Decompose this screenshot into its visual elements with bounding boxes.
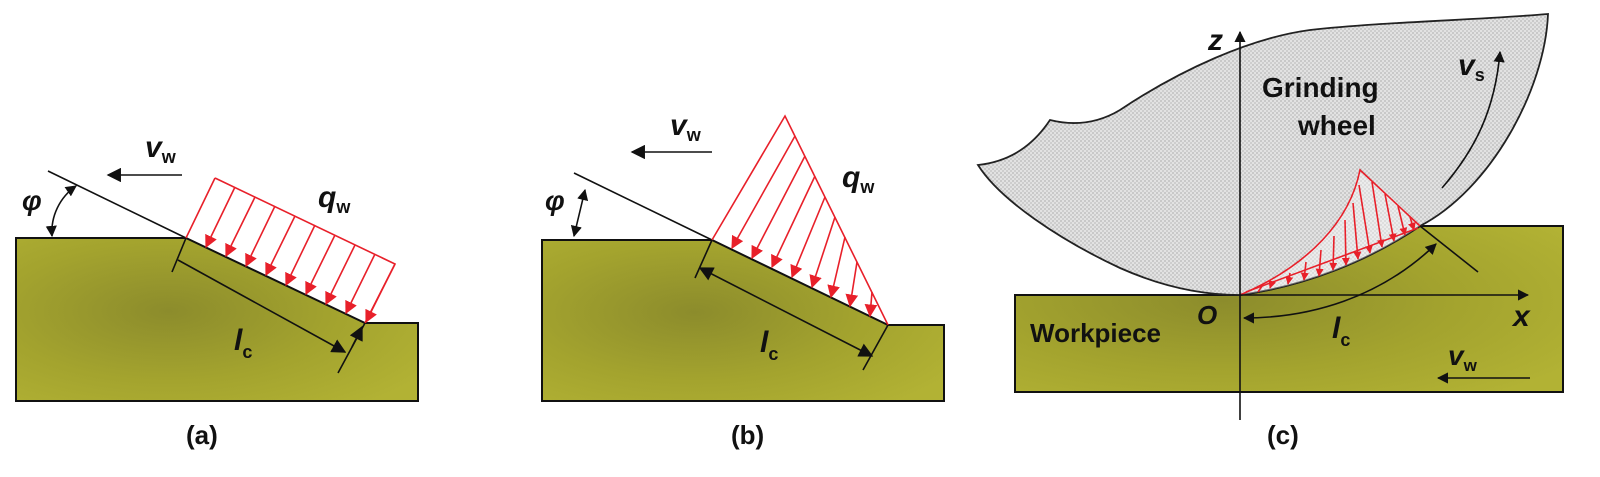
angle-reference-line-b: [573, 172, 713, 241]
panel-a: φ vw qw lc (a): [15, 131, 419, 450]
phi-label-b: φ: [545, 185, 565, 216]
wheel-speed-arrow: [1441, 50, 1505, 189]
wheel-label-line2: wheel: [1297, 110, 1376, 141]
heat-flux-triangle-b: [711, 114, 889, 326]
lc-label-a: lc: [234, 324, 252, 362]
panel-b: φ vw qw lc (b): [541, 109, 945, 450]
contact-length-dim-a: [177, 259, 347, 353]
workpiece-a: [15, 237, 419, 402]
vw-label-b: vw: [670, 109, 702, 145]
caption-c: (c): [1267, 420, 1299, 450]
panel-c: z x O Grinding wheel vs Workpiece lc vw …: [976, 13, 1564, 450]
heat-flux-arrows-a: [205, 186, 396, 324]
phi-label-a: φ: [22, 185, 42, 216]
workpiece-b: [541, 239, 945, 402]
contact-end-line: [1419, 225, 1479, 273]
dim-ext-1-a: [171, 237, 187, 273]
contact-length-pointer-a: [349, 325, 363, 348]
dim-ext-1-b: [694, 239, 713, 279]
flux-edge-a: [185, 177, 216, 239]
vs-label: vs: [1458, 49, 1485, 85]
qw-label-b: qw: [842, 161, 875, 197]
dim-ext-2-b: [862, 324, 889, 371]
vw-label-c: vw: [1448, 340, 1478, 375]
origin-label: O: [1197, 300, 1217, 330]
caption-a: (a): [186, 420, 218, 450]
caption-b: (b): [731, 420, 764, 450]
x-axis-label: x: [1511, 300, 1531, 333]
z-axis-label: z: [1207, 24, 1223, 57]
qw-label-a: qw: [318, 181, 351, 217]
angle-arc-b: [570, 188, 589, 238]
wheel-label-line1: Grinding: [1262, 72, 1379, 103]
grinding-wheel: [976, 13, 1549, 296]
workpiece-label: Workpiece: [1030, 318, 1161, 348]
contact-length-dim-b: [698, 267, 874, 357]
angle-reference-line-a: [47, 170, 187, 239]
lc-label-c: lc: [1332, 312, 1350, 350]
vw-label-a: vw: [145, 131, 177, 167]
lc-label-b: lc: [760, 326, 778, 364]
angle-arc-a: [45, 185, 77, 238]
contact-length-arc-c: [1242, 243, 1437, 324]
